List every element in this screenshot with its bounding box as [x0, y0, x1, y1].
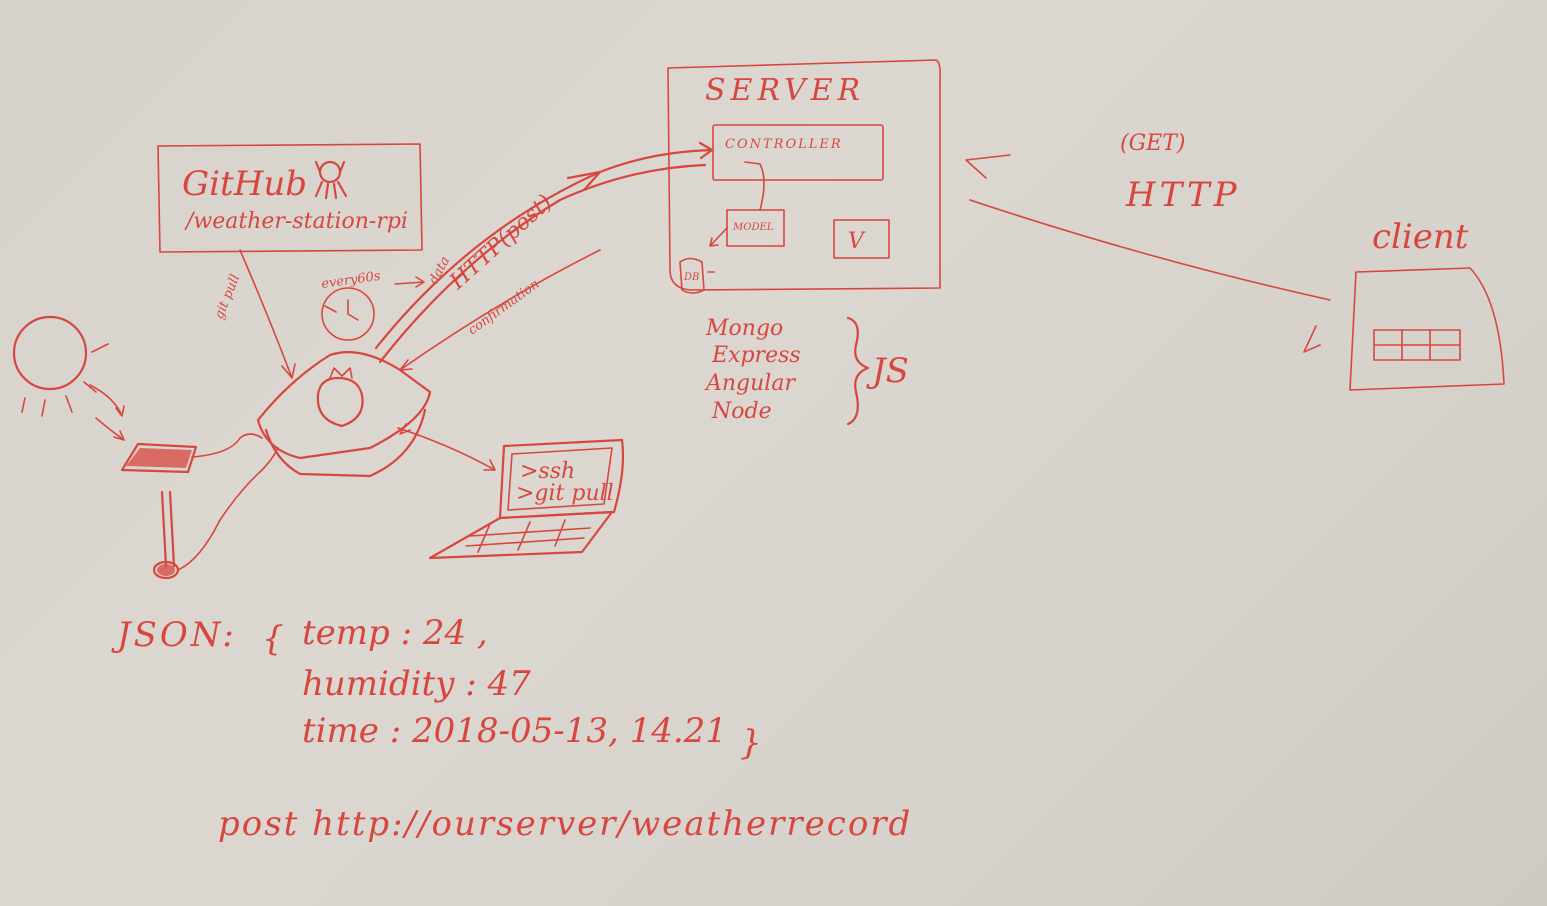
thermometer-wire [177, 447, 279, 571]
laptop-icon [428, 438, 625, 560]
view-box: V [833, 219, 890, 259]
confirmation-label: confirmation [466, 277, 543, 339]
server-box: SERVER [667, 59, 941, 291]
client-get-arrow [965, 154, 1011, 179]
client-label: client [1372, 217, 1469, 257]
raspberry-icon [316, 367, 364, 428]
clock-icon [321, 287, 375, 341]
thermometer-icon [152, 490, 180, 580]
confirmation-arrow [399, 249, 601, 371]
stack-brace [846, 316, 870, 426]
json-time: time : 2018-05-13, 14.21 [302, 711, 727, 751]
github-box: GitHub /weather-station-rpi [157, 143, 423, 253]
json-open-brace: { [262, 619, 284, 659]
db-label: DB [683, 272, 699, 283]
http-label: HTTP [1125, 175, 1241, 215]
stack-js-label: JS [866, 351, 909, 391]
stack-item-mongo: Mongo [705, 316, 783, 341]
github-title: GitHub [182, 164, 307, 204]
http-post-label: HTTP(post) [445, 190, 558, 295]
laptop-rpi-arrow [397, 427, 496, 471]
solar-panel-icon [120, 442, 198, 474]
server-client-arrow [969, 199, 1331, 353]
octocat-icon [314, 160, 348, 200]
get-label: (GET) [1120, 131, 1185, 156]
stack-item-angular: Angular [704, 371, 796, 396]
laptop-gitpull: >git pull [516, 481, 614, 506]
controller-model-link [744, 161, 765, 211]
server-title: SERVER [705, 73, 865, 108]
view-label: V [848, 229, 866, 254]
client-window [1349, 267, 1505, 391]
stack-item-express: Express [711, 343, 801, 368]
sun-panel-arrow [95, 417, 125, 441]
every60s-arrow [394, 276, 425, 288]
json-temp: temp : 24 , [302, 613, 488, 653]
sun-icon [12, 315, 109, 417]
model-box: MODEL [726, 209, 785, 247]
json-label: JSON: [111, 615, 237, 655]
sun-rays-arrow [89, 384, 125, 417]
json-humidity: humidity : 47 [302, 664, 531, 704]
git-pull-label: git pull [212, 272, 243, 321]
post-arrow-head [566, 170, 602, 192]
panel-wire [191, 433, 263, 458]
post-arrow-lower [378, 163, 707, 364]
raspberry-pi-device [256, 351, 432, 478]
github-repo: /weather-station-rpi [184, 209, 408, 234]
db-icon: DB [679, 257, 715, 294]
stack-item-node: Node [711, 399, 772, 424]
rpi-laptop-arrow [399, 423, 411, 435]
model-db-arrow [709, 227, 728, 247]
git-pull-arrow [239, 249, 296, 379]
json-close-brace: } [740, 723, 762, 763]
model-label: MODEL [732, 222, 774, 233]
laptop-ssh: >ssh [520, 459, 575, 484]
post-arrow-upper [374, 141, 714, 350]
post-url: post http://ourserver/weatherrecord [218, 804, 912, 844]
controller-box: CONTROLLER [712, 124, 884, 181]
controller-label: CONTROLLER [725, 137, 843, 152]
